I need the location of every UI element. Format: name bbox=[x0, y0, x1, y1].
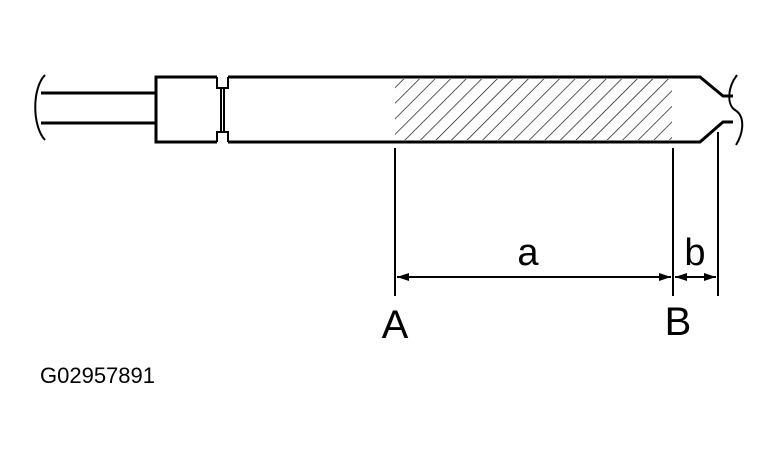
point-label-a: A bbox=[382, 303, 409, 347]
point-label-b: B bbox=[665, 300, 692, 344]
main-shaft bbox=[228, 75, 733, 144]
groove bbox=[216, 77, 222, 142]
collar-body bbox=[154, 75, 217, 144]
dimension-label-a: a bbox=[517, 232, 539, 274]
hatched-zone bbox=[395, 79, 672, 140]
left-break-line bbox=[34, 74, 46, 141]
right-break-line bbox=[728, 74, 744, 146]
groove-right-wall bbox=[223, 77, 229, 142]
dimension-label-b: b bbox=[684, 232, 705, 274]
figure-code: G02957891 bbox=[40, 363, 155, 388]
